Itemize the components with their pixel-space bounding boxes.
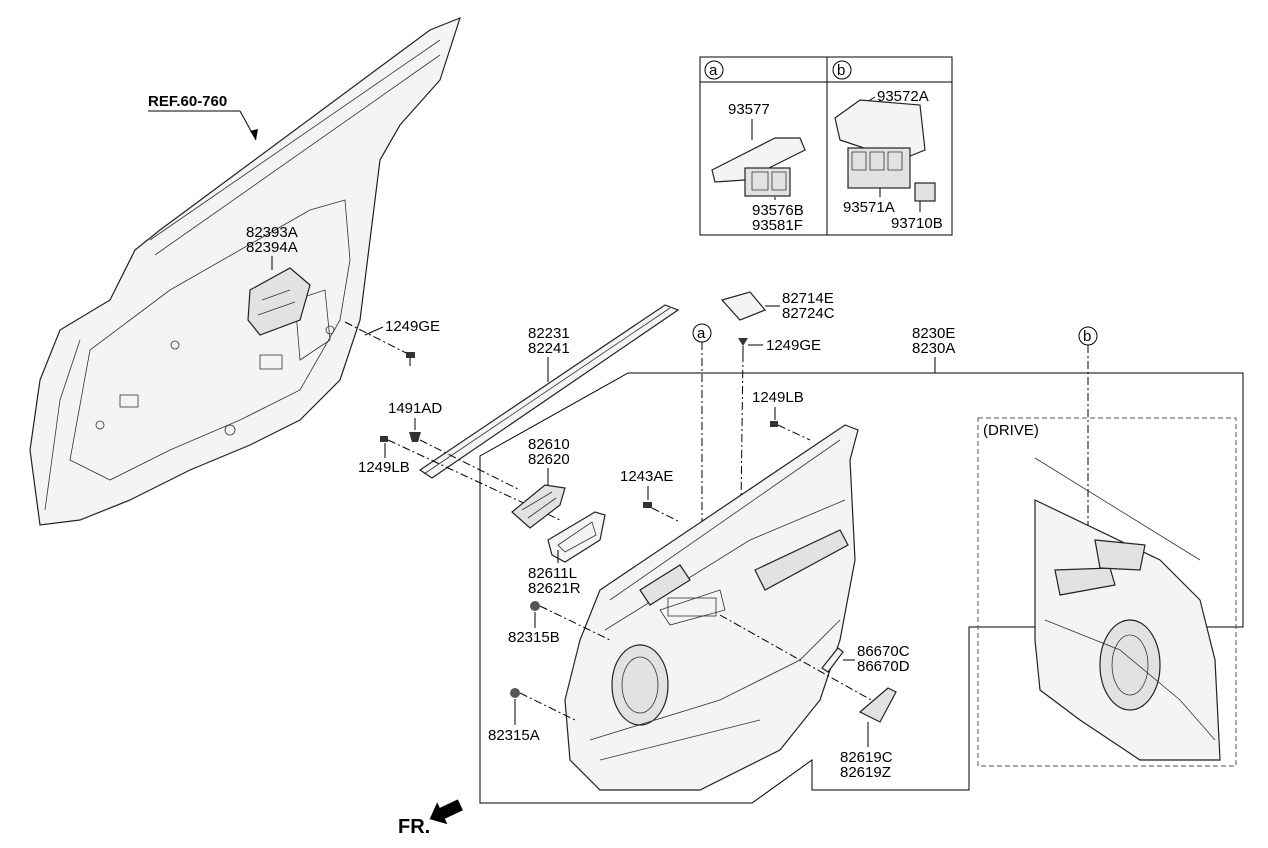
label-82611l: 82611L (528, 565, 577, 582)
label-82619c: 82619C (840, 749, 893, 766)
label-93577: 93577 (728, 101, 770, 118)
label-82241: 82241 (528, 340, 570, 357)
label-82315a: 82315A (488, 727, 540, 744)
label-82714e: 82714E (782, 290, 834, 307)
legend-key-a: a (709, 62, 718, 79)
trim-86670c (821, 647, 844, 673)
bracket-82393a (247, 267, 311, 336)
label-1249ge-left: 1249GE (385, 318, 440, 335)
label-1249lb-left: 1249LB (358, 459, 410, 476)
label-93571a: 93571A (843, 199, 895, 216)
reference-label: REF.60-760 (148, 93, 227, 110)
trim-82619c (858, 687, 897, 723)
label-82610: 82610 (528, 436, 570, 453)
front-arrow-icon (429, 799, 463, 825)
label-82315b: 82315B (508, 629, 560, 646)
label-82620: 82620 (528, 451, 570, 468)
screw-1249lb-right (770, 421, 778, 427)
clip-1491ad (409, 432, 421, 442)
label-82394a: 82394A (246, 239, 298, 256)
screw-1249ge-left (406, 352, 415, 366)
label-82619z: 82619Z (840, 764, 891, 781)
clip-82315b (530, 601, 540, 611)
label-93581f: 93581F (752, 217, 803, 234)
callout-b-label: b (1083, 328, 1091, 345)
door-trim-panel (564, 424, 859, 791)
label-8230e: 8230E (912, 325, 955, 342)
label-82231: 82231 (528, 325, 570, 342)
front-direction-label: FR. (398, 816, 430, 838)
label-82393a: 82393A (246, 224, 298, 241)
screw-1249ge-mid (738, 338, 748, 354)
screw-1249lb-left (380, 436, 388, 442)
label-86670d: 86670D (857, 658, 910, 675)
clip-82315a (510, 688, 520, 698)
label-1249ge-mid: 1249GE (766, 337, 821, 354)
screw-1243ae (643, 502, 652, 508)
label-86670c: 86670C (857, 643, 910, 660)
bezel-82611l (547, 511, 606, 563)
panel-frame (479, 372, 1244, 804)
label-1243ae: 1243AE (620, 468, 673, 485)
pad-82714e (720, 291, 766, 321)
weatherstrip-82231 (418, 304, 680, 479)
label-1249lb-right: 1249LB (752, 389, 804, 406)
label-93572a: 93572A (877, 88, 929, 105)
label-93576b: 93576B (752, 202, 804, 219)
legend-key-b: b (837, 62, 845, 79)
inner-handle-82610 (511, 484, 566, 529)
drive-inset-title: (DRIVE) (983, 422, 1039, 439)
door-frame (29, 16, 461, 526)
label-82621r: 82621R (528, 580, 581, 597)
label-8230a: 8230A (912, 340, 955, 357)
callout-a-label: a (697, 325, 706, 342)
switch-bezel-93572a (834, 99, 936, 202)
drive-inset-detail (1034, 457, 1221, 761)
switch-bezel-93577 (711, 137, 806, 197)
drive-inset-box (977, 417, 1237, 767)
label-1491ad: 1491AD (388, 400, 442, 417)
label-82724c: 82724C (782, 305, 835, 322)
label-93710b: 93710B (891, 215, 943, 232)
